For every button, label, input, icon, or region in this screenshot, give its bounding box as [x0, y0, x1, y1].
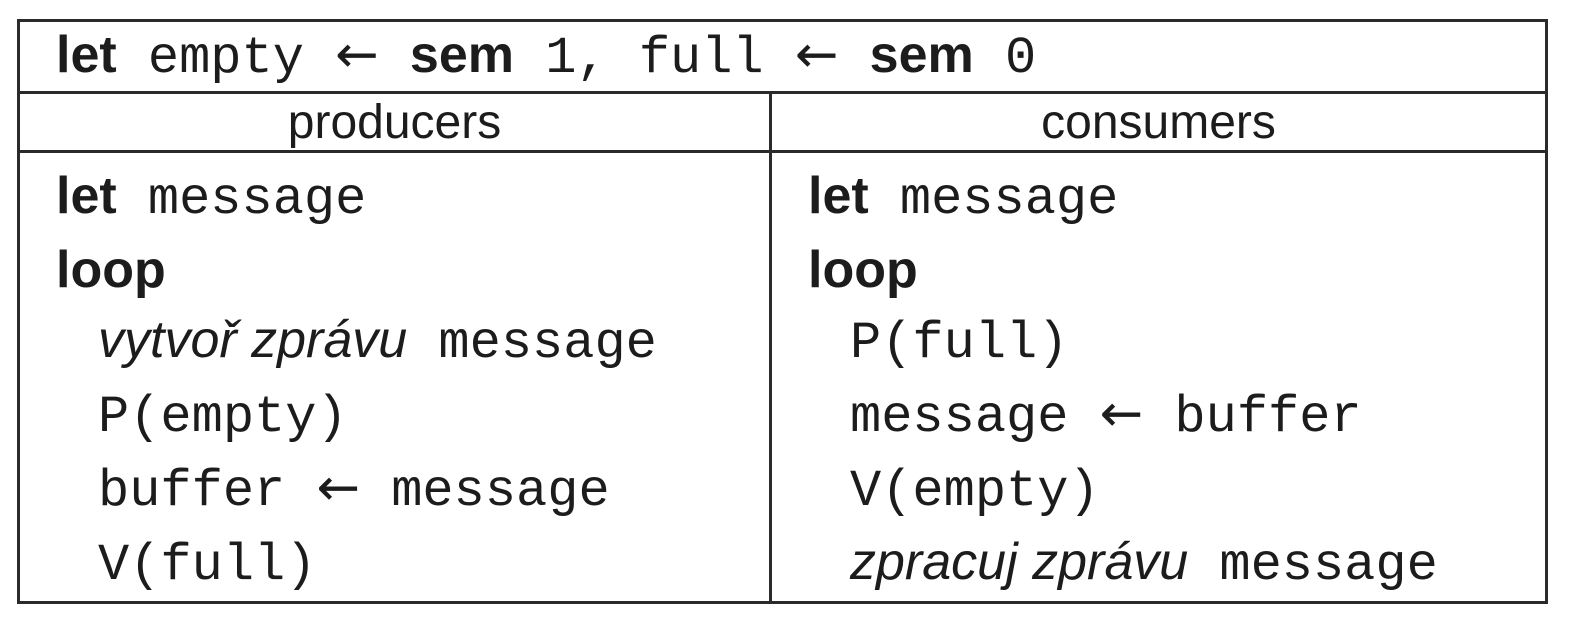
code-segment: let: [56, 167, 117, 225]
code-segment: P(full): [850, 314, 1069, 373]
semaphore-init-row: let empty ← sem 1, full ← sem 0: [20, 22, 1545, 94]
code-line: loop: [808, 235, 1545, 305]
code-line: let message: [808, 161, 1545, 235]
code-segment: 1, full: [514, 28, 795, 88]
code-segment: V(full): [98, 536, 317, 595]
code-segment: sem: [869, 25, 974, 84]
semaphore-init-line: let empty ← sem 1, full ← sem 0: [56, 19, 1036, 95]
code-segment: message: [407, 314, 657, 373]
code-segment: message: [360, 462, 610, 521]
code-line: buffer ← message: [56, 453, 769, 527]
code-segment: V(empty): [850, 462, 1100, 521]
code-segment: ←: [335, 24, 379, 85]
code-line: V(full): [56, 527, 769, 601]
code-segment: empty: [116, 28, 336, 88]
code-segment: zpracuj zprávu: [850, 533, 1189, 591]
code-segment: ←: [794, 24, 839, 85]
code-segment: loop: [56, 241, 166, 299]
code-line: P(empty): [56, 379, 769, 453]
consumers-column-header: consumers: [1041, 95, 1276, 149]
code-segment: [379, 29, 410, 88]
producers-column-header: producers: [20, 94, 772, 150]
code-line: message ← buffer: [808, 379, 1545, 453]
code-line: V(empty): [808, 453, 1545, 527]
code-segment: ←: [316, 458, 361, 518]
code-segment: message: [1188, 536, 1438, 595]
code-segment: message: [850, 388, 1100, 447]
code-segment: [838, 29, 869, 88]
code-segment: 0: [973, 28, 1037, 88]
code-segment: let: [808, 167, 869, 225]
code-line: let message: [56, 161, 769, 235]
column-header-row: producers consumers: [20, 94, 1545, 153]
code-segment: message: [868, 170, 1119, 229]
code-segment: loop: [808, 241, 918, 299]
code-segment: buffer: [98, 462, 317, 521]
code-line: zpracuj zprávu message: [808, 527, 1545, 601]
code-segment: P(empty): [98, 388, 348, 447]
code-segment: sem: [409, 25, 514, 84]
code-segment: let: [56, 25, 117, 84]
code-segment: buffer: [1143, 388, 1362, 447]
code-line: loop: [56, 235, 769, 305]
code-segment: message: [116, 170, 367, 229]
code-segment: ←: [1099, 384, 1144, 444]
code-line: P(full): [808, 305, 1545, 379]
producer-consumer-table: let empty ← sem 1, full ← sem 0 producer…: [17, 19, 1548, 604]
code-segment: vytvoř zprávu: [98, 311, 408, 369]
code-line: vytvoř zprávu message: [56, 305, 769, 379]
